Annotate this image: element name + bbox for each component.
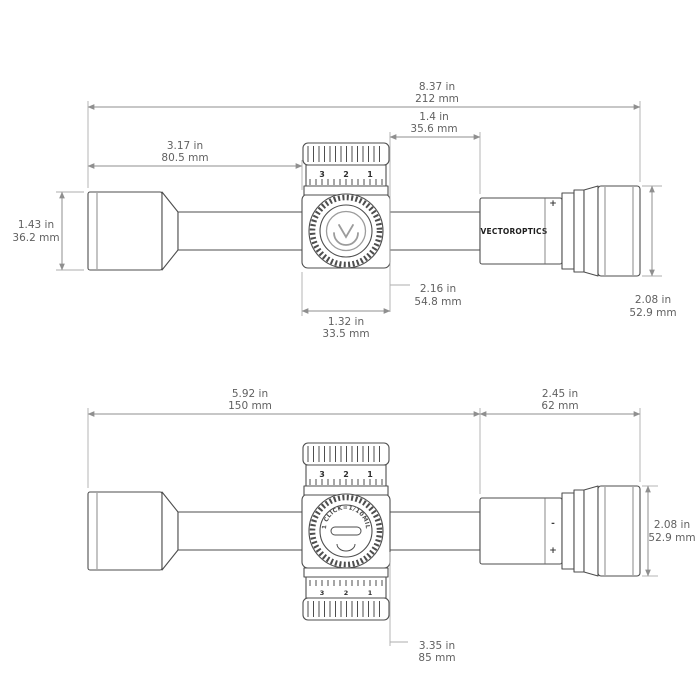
dim-objective-to-turret: 3.17 in 80.5 mm [87,140,303,190]
dim-eyepiece-diameter-bottom: 2.08 in 52.9 mm [642,485,696,577]
bottom-view: 3 2 1 3 2 1 1 CLICK=1/10MIL - + [87,388,696,664]
elevation-scale-number: 1 [367,470,373,479]
dim-turret-span-inches: 3.35 in [419,640,455,652]
brand-text: VECTOROPTICS [481,227,548,236]
elevation-scale-number: 2 [343,470,349,479]
dim-eyepiece-length-inches: 2.45 in [542,388,578,400]
scope-profile-top-view: 3 2 1 VECTOROPTICS + [87,142,641,277]
knurl-windage [307,601,380,617]
objective-taper [161,191,179,271]
scope-profile-bottom-view: 3 2 1 3 2 1 1 CLICK=1/10MIL - + [87,442,641,621]
dim-eyepiece-diameter-metric: 52.9 mm [648,532,695,544]
knurl-elevation-top [307,146,380,162]
dim-objective-to-turret-metric: 80.5 mm [161,152,208,164]
windage-scale-number: 2 [344,589,349,597]
dim-turret-assembly-height-inches: 2.16 in [420,283,456,295]
dim-turret-width: 1.32 in 33.5 mm [301,272,391,340]
dimensions-bottom-view: 5.92 in 150 mm 2.45 in 62 mm 2.08 in 52.… [87,388,696,664]
dim-eyepiece-length-metric: 62 mm [541,400,578,412]
objective-bell [87,191,163,271]
dim-overall-length-inches: 8.37 in [419,81,455,93]
eyepiece-ring [573,489,585,573]
windage-dial-knurl-ring [309,494,383,568]
dim-objective-diameter-metric: 36.2 mm [12,232,59,244]
dim-objective-to-eyepiece: 5.92 in 150 mm [87,388,481,494]
ticks-elevation-top [309,179,383,185]
objective-taper [161,491,179,571]
dim-objective-diameter: 1.43 in 36.2 mm [12,191,84,271]
dim-objective-to-eyepiece-inches: 5.92 in [232,388,268,400]
dim-overall-length-metric: 212 mm [415,93,459,105]
eyepiece-lock-ring [561,492,575,570]
dim-eyepiece-diameter-inches: 2.08 in [635,294,671,306]
dim-eyepiece-diameter-metric: 52.9 mm [629,307,676,319]
eyebell [597,185,641,277]
dim-turret-assembly-height-metric: 54.8 mm [414,296,461,308]
dim-eyepiece-diameter-inches: 2.08 in [654,519,690,531]
top-view: 3 2 1 VECTOROPTICS + [12,81,676,340]
eyepiece-ring [573,189,585,273]
objective-bell [87,491,163,571]
dim-turret-assembly-height: 2.16 in 54.8 mm [390,283,462,308]
dim-turret-width-inches: 1.32 in [328,316,364,328]
elevation-scale-number: 2 [343,170,349,179]
dim-objective-diameter-inches: 1.43 in [18,219,54,231]
elevation-scale-number: 3 [319,170,325,179]
vector-optics-logo-mark [338,224,354,239]
dim-overall-length: 8.37 in 212 mm [87,81,641,188]
eyebell-flare [583,485,599,577]
knurl-elevation-bottom [307,446,380,462]
dim-objective-to-turret-inches: 3.17 in [167,140,203,152]
rotation-direction-arc [336,543,356,552]
dim-objective-to-eyepiece-metric: 150 mm [228,400,272,412]
dim-turret-to-eyepiece: 1.4 in 35.6 mm [389,111,481,312]
diopter-plus-mark: + [549,546,557,556]
dim-turret-span-metric: 85 mm [418,652,455,664]
elevation-scale-number: 3 [319,470,325,479]
eyebell [597,485,641,577]
dim-turret-to-eyepiece-inches: 1.4 in [419,111,449,123]
dim-turret-width-metric: 33.5 mm [322,328,369,340]
vector-optics-logo-ring [325,210,367,252]
windage-scale-number: 1 [368,589,373,597]
diopter-minus-mark: - [551,519,555,529]
dim-eyepiece-length: 2.45 in 62 mm [479,388,641,482]
eyepiece-lock-ring [561,192,575,270]
side-dial-knurl-ring [309,194,383,268]
ticks-windage [309,580,383,586]
windage-dial-face [319,504,373,558]
eyebell-flare [583,185,599,277]
elevation-scale-number: 1 [367,170,373,179]
dimensions-top-view: 8.37 in 212 mm 1.4 in 35.6 mm 3.17 in 80… [12,81,676,340]
dim-turret-to-eyepiece-metric: 35.6 mm [410,123,457,135]
dim-eyepiece-diameter-top: 2.08 in 52.9 mm [629,185,677,319]
diopter-plus-mark: + [549,199,557,209]
ticks-elevation-bottom [309,479,383,485]
coin-slot [330,526,362,536]
windage-scale-number: 3 [320,589,325,597]
vector-optics-logo-swoosh [333,232,359,246]
dim-turret-span: 3.35 in 85 mm [389,552,456,664]
windage-turret-flange [303,567,389,578]
side-dial-face [319,204,373,258]
